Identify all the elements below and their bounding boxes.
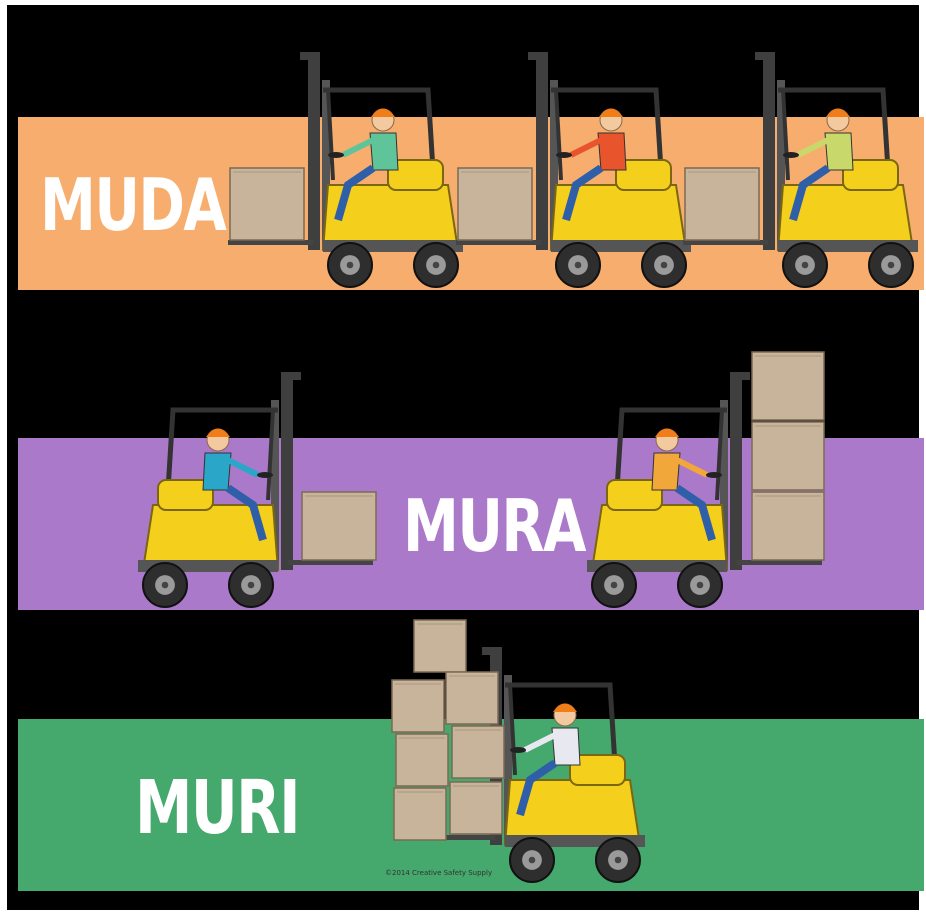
mura-forklift-2 <box>587 352 824 607</box>
mura-box-4 <box>752 492 824 560</box>
muri-box-7 <box>450 782 502 834</box>
mura-box-1 <box>302 492 376 560</box>
muri-box-4 <box>396 734 448 786</box>
muri-forklift <box>392 620 645 882</box>
muda-box-3 <box>685 168 759 240</box>
muri-box-1 <box>414 620 466 672</box>
muri-box-5 <box>452 726 504 778</box>
mura-box-2 <box>752 352 824 420</box>
muda-forklift-2 <box>456 52 691 287</box>
muri-box-6 <box>394 788 446 840</box>
muri-box-3 <box>446 672 498 724</box>
muda-forklift-1 <box>228 52 463 287</box>
muda-box-2 <box>458 168 532 240</box>
copyright-text: ©2014 Creative Safety Supply <box>385 869 492 877</box>
muda-forklift-3 <box>683 52 918 287</box>
muri-box-2 <box>392 680 444 732</box>
mura-box-3 <box>752 422 824 490</box>
muda-box-1 <box>230 168 304 240</box>
mura-forklift-1 <box>138 372 376 607</box>
